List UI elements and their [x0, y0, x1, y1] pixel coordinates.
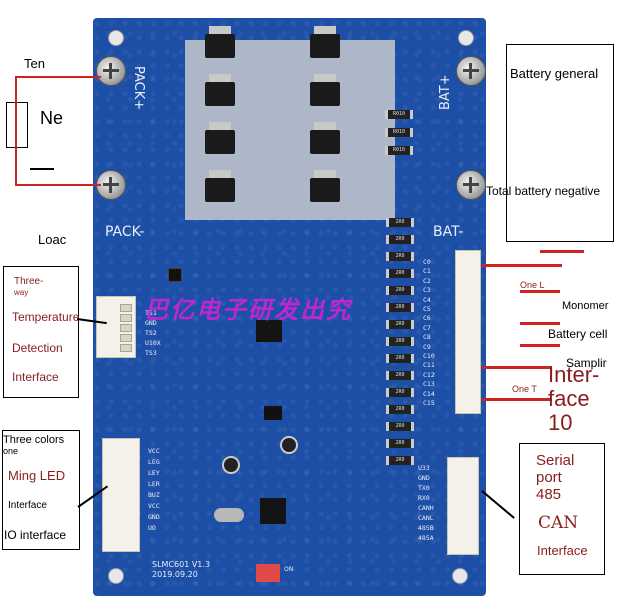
label-serial-4: CAN: [538, 513, 579, 533]
label-interface-big-2: face: [548, 386, 590, 411]
silk-bat-minus: BAT-: [433, 224, 464, 240]
battery-terminal-box: [506, 44, 614, 242]
ic-chip: [256, 320, 282, 342]
label-temp-3: Detection: [12, 341, 63, 355]
serial-can-connector: [447, 457, 479, 555]
io-led-connector: [102, 438, 140, 552]
watermark-text: 巴亿电子研发出究: [144, 295, 352, 324]
label-interface-big-1: Inter-: [548, 362, 600, 387]
label-interface-big-3: 10: [548, 410, 573, 435]
shunt-resistor: R010: [385, 110, 413, 119]
label-serial-5: Interface: [537, 543, 588, 558]
dip-switch: [256, 564, 280, 582]
shunt-resistor: R010: [385, 128, 413, 137]
screw-terminal-bat-plus: [456, 56, 486, 86]
label-io-4: IO interface: [4, 528, 67, 542]
mcu-chip: [260, 498, 286, 524]
label-one-bottom: One T: [512, 384, 537, 394]
pointer-line: [481, 490, 515, 519]
label-one-top: One L: [520, 280, 545, 290]
label-temp-1b: way: [14, 288, 29, 297]
capacitor: [222, 456, 240, 474]
label-total-battery-negative: Total battery negative: [486, 184, 601, 198]
screw-terminal-pack-minus: [96, 170, 126, 200]
shunt-resistor: R010: [385, 146, 413, 155]
label-io-1b: one: [3, 446, 19, 456]
mounting-hole: [108, 568, 124, 584]
load-resistor-symbol: [6, 102, 28, 148]
label-serial-3: 485: [536, 486, 562, 503]
label-monomer: Monomer: [562, 300, 609, 312]
crystal-oscillator: [214, 508, 244, 522]
label-ten: Ten: [24, 56, 45, 71]
io-interface-box: [2, 430, 80, 550]
minus-sign: [30, 168, 54, 170]
label-io-2: Ming LED: [8, 468, 66, 483]
label-io-1: Three colors: [3, 434, 65, 446]
screw-terminal-pack-plus: [96, 56, 126, 86]
silk-pack-plus: PACK+: [131, 66, 146, 111]
mounting-hole: [452, 568, 468, 584]
screw-terminal-bat-minus: [456, 170, 486, 200]
label-loac: Loac: [38, 232, 67, 247]
label-battery-cell: Battery cell: [548, 327, 608, 341]
label-ne: Ne: [40, 108, 64, 128]
temperature-interface-box: [3, 266, 79, 398]
mosfet-column-left: [205, 26, 235, 202]
board-model: SLMC601 V1.3: [152, 560, 211, 569]
capacitor: [280, 436, 298, 454]
resistor-array: 2R0 2R0 2R0 2R0 2R0 2R0 2R0 2R0 2R0 2R0 …: [386, 218, 414, 465]
cell-sampling-connector: [455, 250, 481, 414]
label-io-3: Interface: [8, 500, 47, 511]
label-battery-general: Battery general: [510, 66, 599, 81]
dip-label: ON: [284, 566, 294, 573]
silk-pack-minus: PACK-: [105, 224, 145, 240]
label-temp-1: Three-: [14, 276, 44, 287]
label-temp-2: Temperature: [12, 310, 80, 324]
silk-bat-plus: BAT+: [438, 74, 453, 110]
ic-chip-small: [264, 406, 282, 420]
mosfet-column-right: [310, 26, 340, 202]
push-button: [168, 268, 182, 282]
serial-interface-box: [519, 443, 605, 575]
label-serial-2: port: [536, 469, 562, 486]
label-temp-4: Interface: [12, 370, 59, 384]
mounting-hole: [458, 30, 474, 46]
mounting-hole: [108, 30, 124, 46]
board-date: 2019.09.20: [152, 570, 198, 579]
label-samplir: Samplir: [566, 356, 607, 370]
label-serial-1: Serial: [536, 452, 575, 469]
